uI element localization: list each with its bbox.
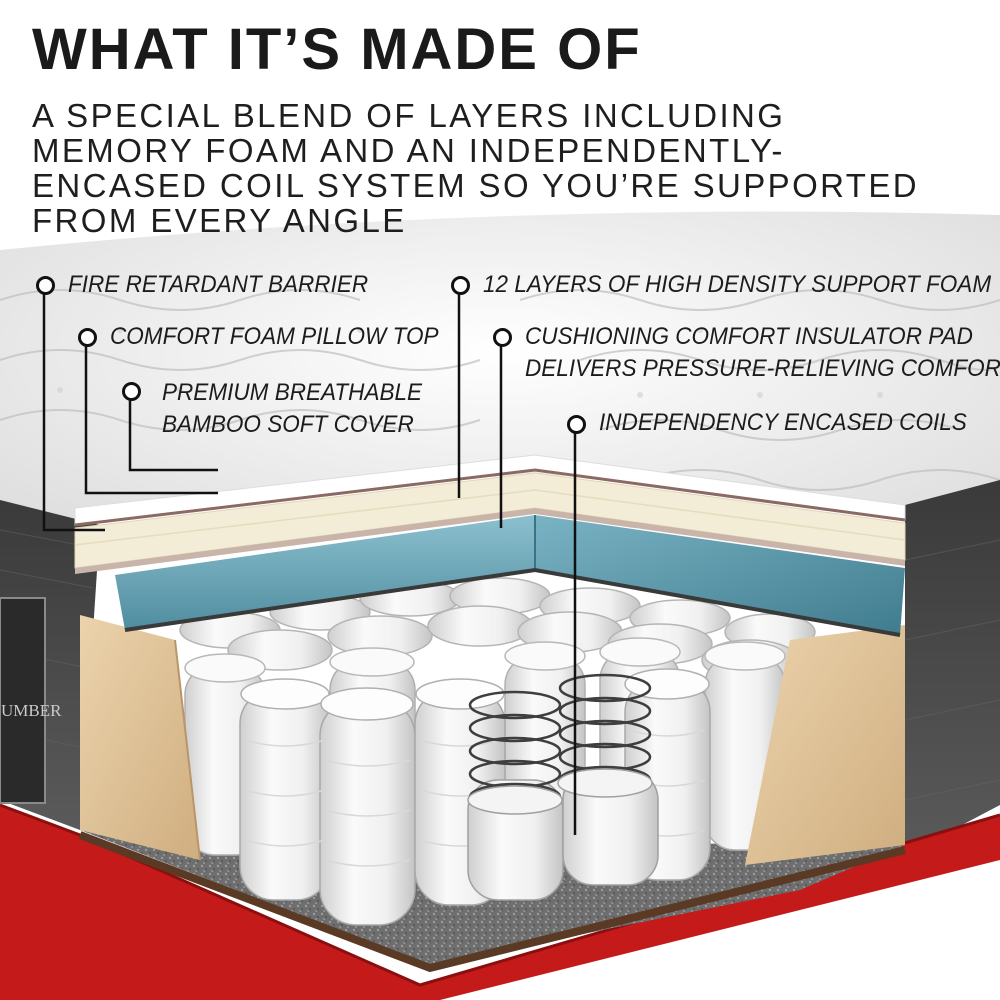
- red-base-rim: [0, 805, 1000, 1000]
- callout-marker-bamboo-cover: [122, 382, 141, 401]
- callout-insulator-line: DELIVERS PRESSURE-RELIEVING COMFORT: [525, 355, 1000, 382]
- brand-label-text: UMBER: [1, 701, 62, 720]
- subtitle-line: ENCASED COIL SYSTEM SO YOU’RE SUPPORTED: [32, 167, 920, 204]
- brand-label-patch: UMBER: [0, 597, 62, 804]
- subtitle-line: A SPECIAL BLEND OF LAYERS INCLUDING: [32, 97, 786, 134]
- subtitle-line: FROM EVERY ANGLE: [32, 202, 407, 239]
- callout-insulator-line: CUSHIONING COMFORT INSULATOR PAD: [525, 323, 973, 350]
- callout-bamboo-line: BAMBOO SOFT COVER: [162, 411, 414, 438]
- callout-comfort-insulator-pad: CUSHIONING COMFORT INSULATOR PAD DELIVER…: [525, 321, 1000, 385]
- callout-independency-encased-coils: INDEPENDENCY ENCASED COILS: [599, 409, 967, 436]
- callout-marker-fire-barrier: [36, 276, 55, 295]
- page-subtitle: A SPECIAL BLEND OF LAYERS INCLUDING MEMO…: [32, 98, 919, 238]
- comfort-layer-stack: [74, 454, 906, 637]
- mattress-side-panel-right: [905, 480, 1000, 855]
- callout-leader-lines: [42, 293, 577, 835]
- callout-marker-encased-coils: [567, 415, 586, 434]
- callout-marker-insulator-pad: [493, 328, 512, 347]
- callout-high-density-support-foam: 12 LAYERS OF HIGH DENSITY SUPPORT FOAM: [483, 271, 992, 298]
- exposed-spring-coils: [467, 673, 659, 901]
- callout-bamboo-line: PREMIUM BREATHABLE: [162, 379, 423, 406]
- edge-support-foam-right: [745, 625, 905, 865]
- subtitle-line: MEMORY FOAM AND AN INDEPENDENTLY-: [32, 132, 785, 169]
- callout-marker-pillow-top: [78, 328, 97, 347]
- page-title: WHAT IT’S MADE OF: [32, 17, 642, 82]
- callout-fire-retardant-barrier: FIRE RETARDANT BARRIER: [68, 271, 369, 298]
- callout-comfort-foam-pillow-top: COMFORT FOAM PILLOW TOP: [110, 323, 439, 350]
- callout-marker-support-foam: [451, 276, 470, 295]
- edge-support-foam-left: [80, 615, 200, 860]
- callout-bamboo-soft-cover: PREMIUM BREATHABLE BAMBOO SOFT COVER: [162, 377, 422, 441]
